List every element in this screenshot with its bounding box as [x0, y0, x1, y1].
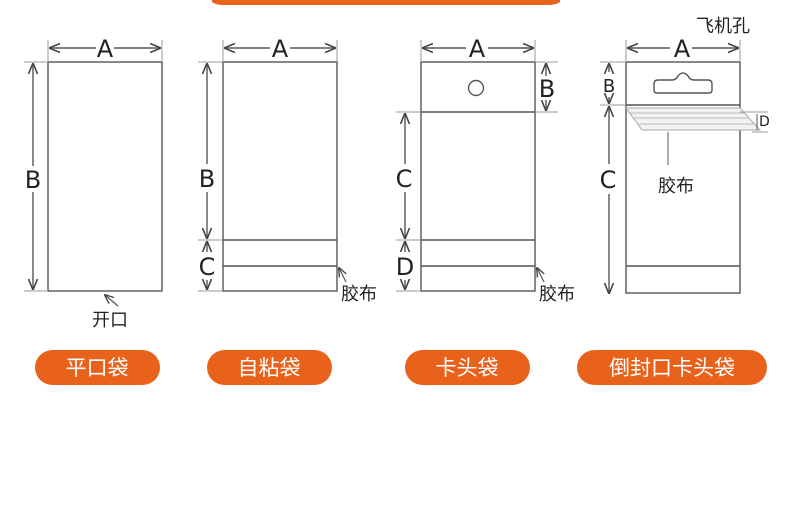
bag-header-dim-a: A [469, 35, 486, 63]
bag-reverse-seal-dim-a: A [674, 35, 691, 63]
pill-self-adhesive-bag-label: 自粘袋 [238, 356, 301, 380]
bag-header-dim-b: B [539, 75, 555, 103]
bag-reverse-seal-hang-hole-label: 飞机孔 [696, 16, 750, 37]
bag-reverse-seal-tape-label: 胶布 [658, 176, 694, 197]
pill-self-adhesive-bag: 自粘袋 [207, 350, 332, 385]
bag-header-dim-d: D [396, 253, 414, 281]
bag-self-adhesive-dim-b: B [199, 165, 215, 193]
bag-self-adhesive [198, 40, 346, 292]
bag-flat-dim-b: B [25, 166, 41, 194]
bag-reverse-seal-dim-c: C [600, 166, 617, 194]
pill-reverse-seal-header-bag: 倒封口卡头袋 [577, 350, 767, 385]
bag-self-adhesive-tape-label: 胶布 [341, 284, 377, 305]
bag-header-tape-label: 胶布 [539, 284, 575, 305]
pill-header-bag: 卡头袋 [405, 350, 530, 385]
pill-flat-bag-label: 平口袋 [66, 356, 129, 380]
bag-header [396, 40, 558, 292]
top-banner [212, 0, 560, 5]
bag-reverse-seal-dim-b: B [603, 76, 615, 97]
pill-flat-bag: 平口袋 [35, 350, 160, 385]
bag-header-hang-hole [467, 79, 485, 97]
bag-self-adhesive-dim-c: C [199, 253, 216, 281]
bag-flat-dim-a: A [97, 35, 114, 63]
bag-reverse-seal-dim-d: D [759, 114, 770, 130]
bag-header-dim-c: C [396, 165, 413, 193]
pill-header-bag-label: 卡头袋 [436, 356, 499, 380]
bag-reverse-seal-header [600, 40, 768, 293]
pill-reverse-seal-header-bag-label: 倒封口卡头袋 [609, 356, 735, 380]
bag-flat [24, 40, 163, 307]
bag-reverse-seal-hang-hole [653, 72, 713, 94]
bag-self-adhesive-dim-a: A [272, 35, 289, 63]
bag-flat-opening-label: 开口 [92, 310, 128, 331]
